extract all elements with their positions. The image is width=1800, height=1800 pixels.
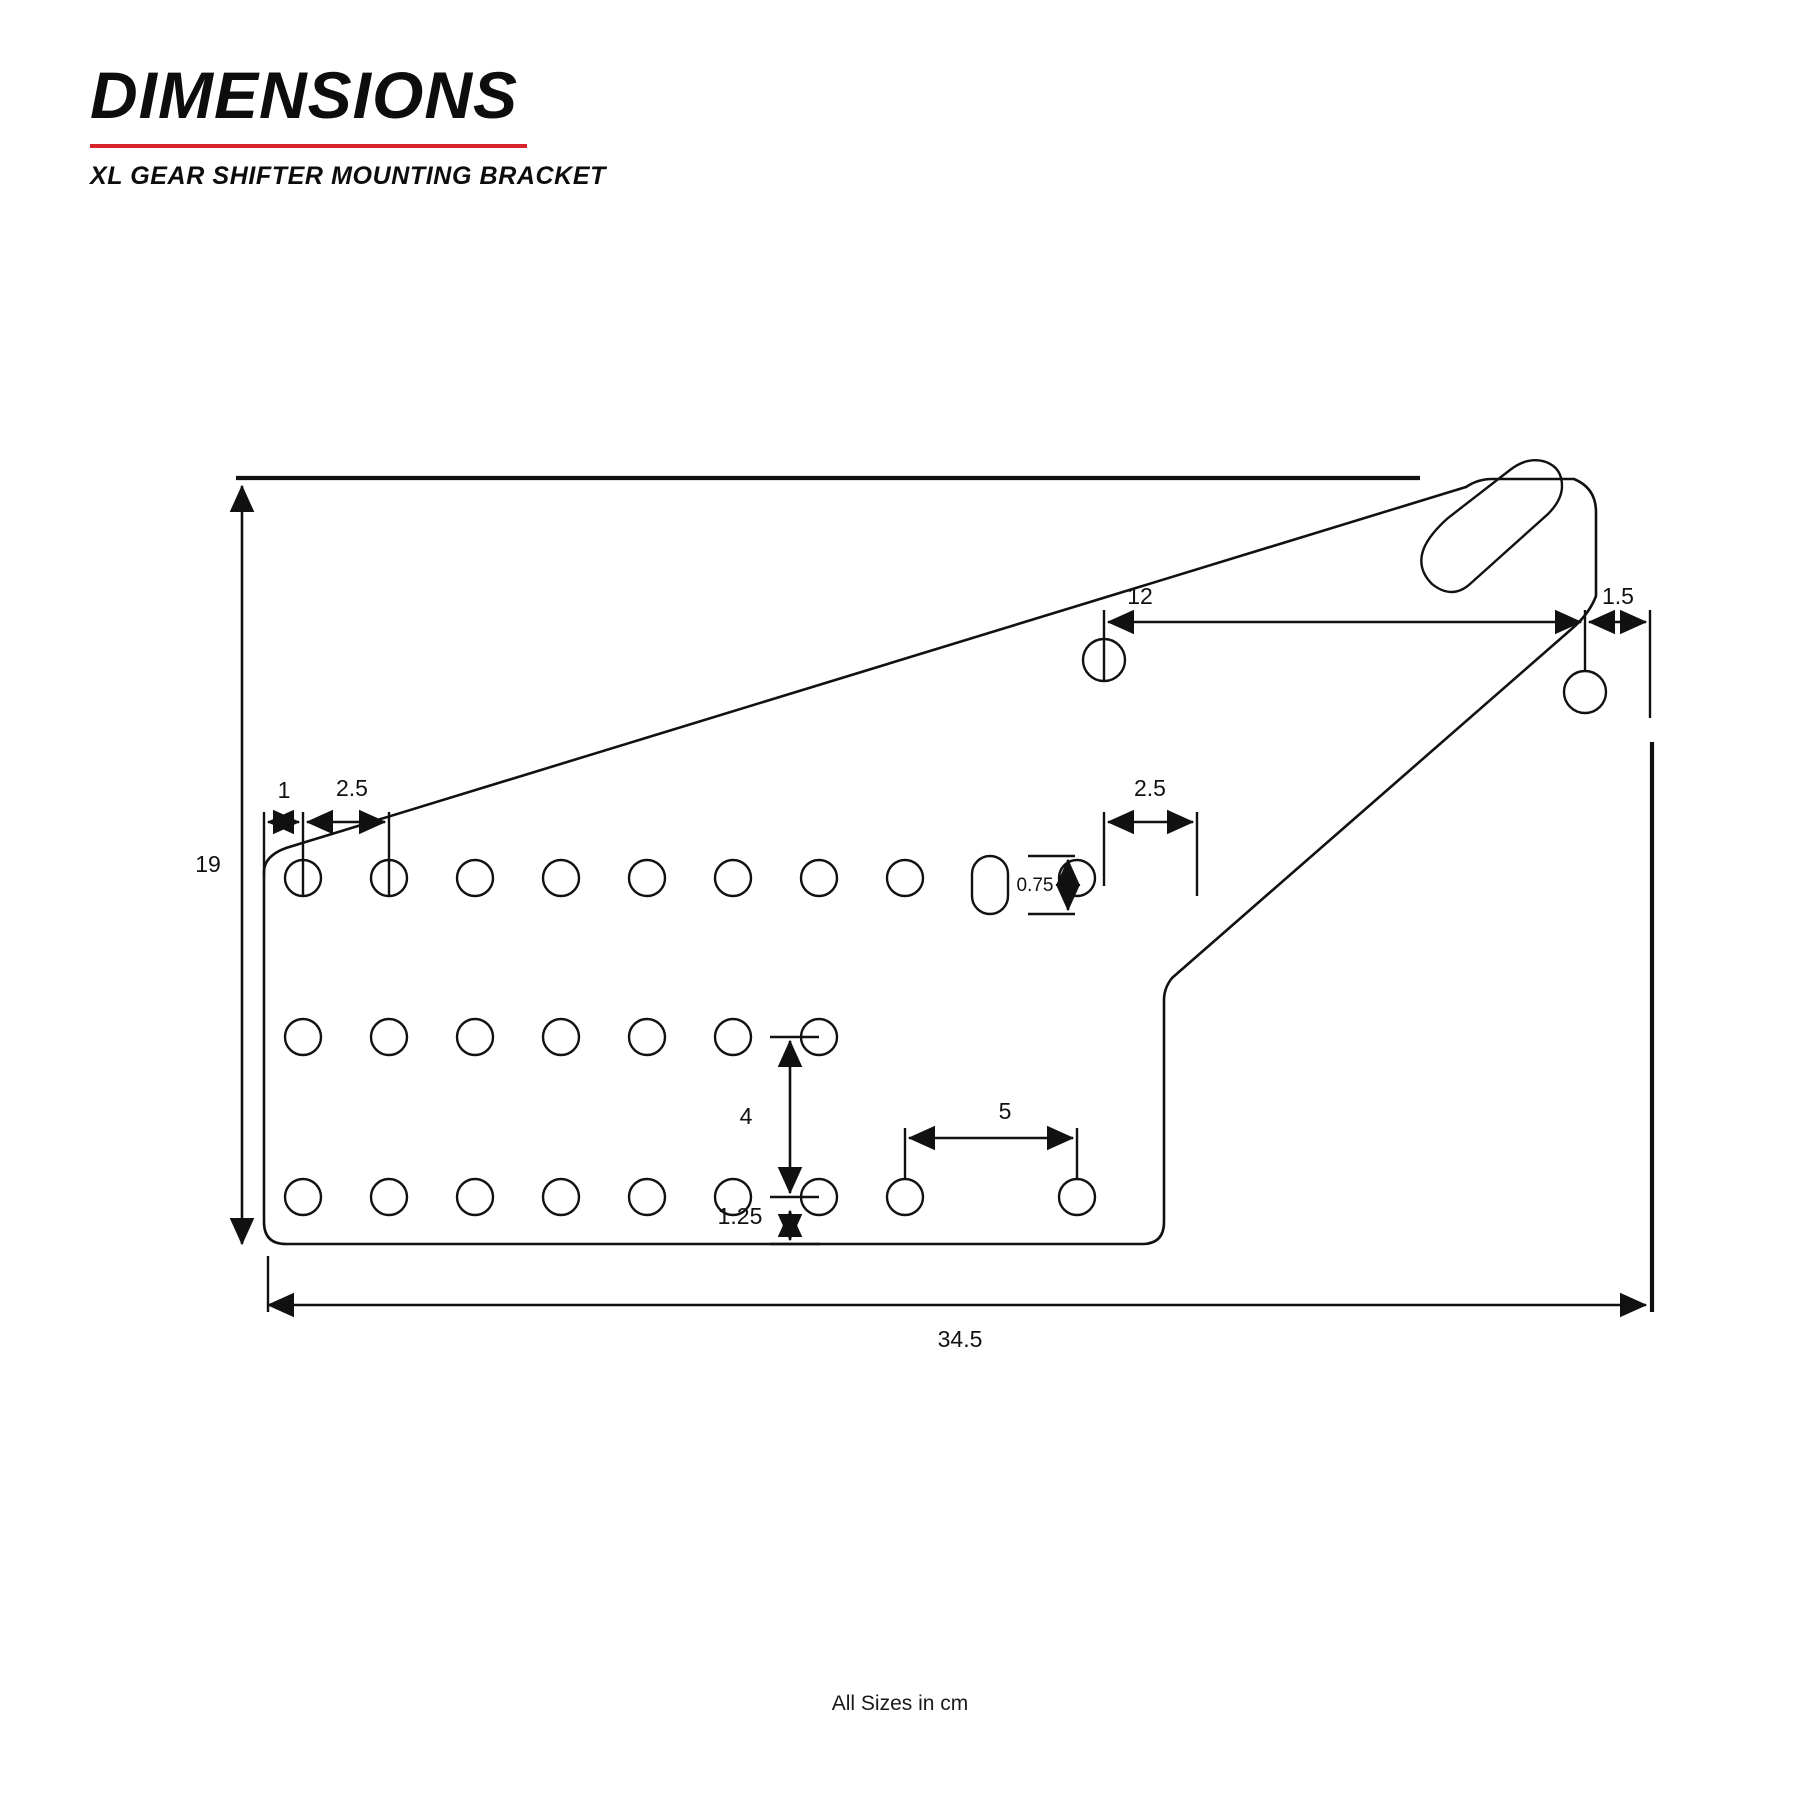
hole	[713, 858, 753, 898]
dimension-edge-offset: 1	[262, 777, 305, 896]
dimension-slot-pitch: 2.5	[1102, 775, 1199, 896]
hole	[627, 858, 667, 898]
accent-rule	[90, 144, 527, 148]
dimension-label-height: 19	[195, 851, 221, 877]
hole	[627, 1017, 667, 1057]
corner-hole	[1562, 669, 1608, 715]
dimension-overall-width: 34.5	[266, 742, 1655, 1352]
hole	[369, 1177, 409, 1217]
hole-row-bottom	[283, 1177, 1097, 1217]
dimension-label-5: 5	[999, 1098, 1012, 1124]
hole	[885, 858, 925, 898]
dimension-label-34p5: 34.5	[938, 1326, 983, 1352]
hole	[713, 1017, 753, 1057]
hole-row-middle	[283, 1017, 839, 1057]
bracket-outline	[262, 477, 1598, 1246]
hole	[283, 1177, 323, 1217]
hole	[369, 1017, 409, 1057]
dimension-label-1: 1	[278, 777, 291, 803]
hole	[713, 1177, 753, 1217]
dimension-label-12: 12	[1127, 583, 1153, 609]
dimension-hole-pitch-top: 2.5	[305, 775, 391, 896]
dimension-slot-width: 0.75	[1017, 854, 1081, 916]
hole	[541, 1177, 581, 1217]
vertical-slot	[970, 854, 1010, 916]
dimension-corner-offset: 1.5	[1587, 583, 1652, 718]
hole	[1057, 1177, 1097, 1217]
angled-slot	[1420, 459, 1564, 594]
hole	[799, 858, 839, 898]
dimension-top-span: 12	[1102, 583, 1587, 680]
dimension-row-spacing: 4	[740, 1035, 819, 1199]
dimension-label-0p75: 0.75	[1017, 875, 1054, 896]
hole	[455, 1017, 495, 1057]
dimension-label-2p5-top: 2.5	[336, 775, 368, 801]
hole	[885, 1177, 925, 1217]
hole	[541, 858, 581, 898]
dimension-bottom-pitch: 5	[903, 1098, 1079, 1180]
footer-note: All Sizes in cm	[831, 1692, 969, 1715]
page-subtitle: XL GEAR SHIFTER MOUNTING BRACKET	[90, 162, 606, 190]
dimension-label-4: 4	[740, 1103, 753, 1129]
header: DIMENSIONS XL GEAR SHIFTER MOUNTING BRAC…	[90, 62, 990, 191]
dimension-bottom-offset: 1.25	[718, 1203, 820, 1246]
dimension-label-2p5-right: 2.5	[1134, 775, 1166, 801]
dimension-overall-height: 19	[195, 475, 1420, 1246]
dimension-label-1p25: 1.25	[718, 1203, 763, 1229]
hole	[283, 1017, 323, 1057]
dimension-label-1p5: 1.5	[1602, 583, 1634, 609]
page-title: DIMENSIONS	[90, 58, 519, 132]
hole	[1057, 858, 1097, 898]
hole	[455, 1177, 495, 1217]
hole	[627, 1177, 667, 1217]
hole	[455, 858, 495, 898]
hole	[541, 1017, 581, 1057]
